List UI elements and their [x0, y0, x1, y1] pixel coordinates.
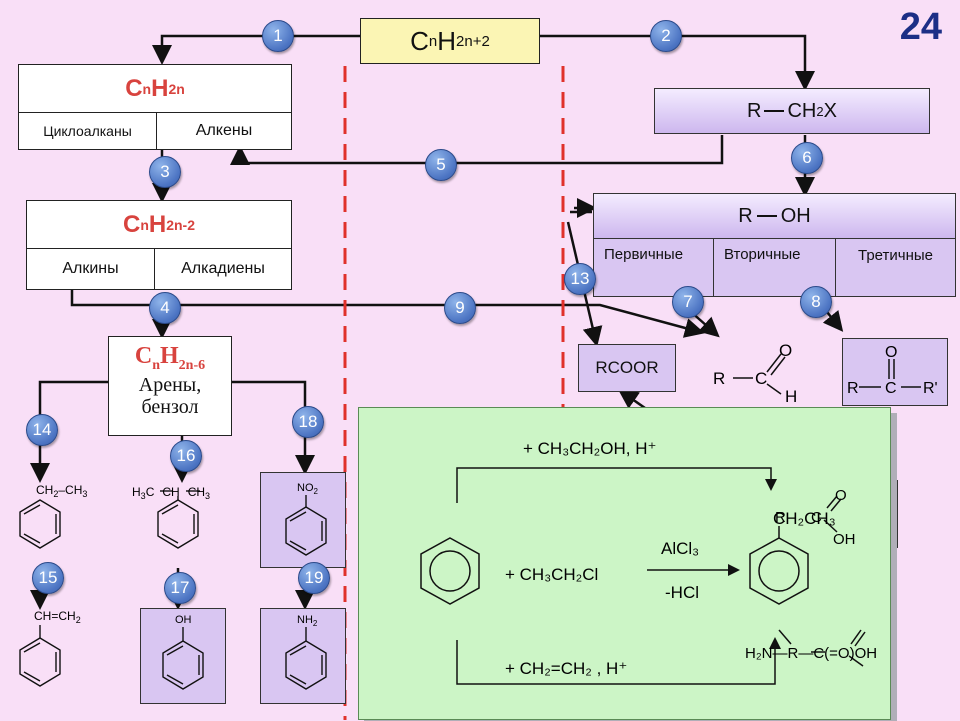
haloalkane-r: R — [747, 99, 762, 122]
alkane-sub-h: 2n+2 — [456, 32, 490, 50]
product-label: CH₂CH₃ — [773, 509, 836, 528]
alkyne-c: C — [122, 210, 141, 238]
marker-1[interactable]: 1 — [262, 20, 294, 52]
phenol-box: OH — [140, 608, 226, 704]
marker-18[interactable]: 18 — [292, 406, 324, 438]
arrow-ester-back — [617, 389, 646, 410]
alkenes-label: Алкены — [195, 122, 253, 139]
alkyne-h: H — [148, 210, 167, 238]
middle-reagent: + CH₃CH₂Cl — [505, 565, 598, 584]
marker-5[interactable]: 5 — [425, 149, 457, 181]
nitrobenzene-box: NO2 — [260, 472, 346, 568]
marker-4[interactable]: 4 — [149, 292, 181, 324]
marker-14[interactable]: 14 — [26, 414, 58, 446]
tertiary-label: Третичные — [858, 247, 933, 264]
styrene-label: CH=CH2 — [34, 609, 81, 625]
arrow-2 — [540, 34, 815, 91]
ketone-r: R — [847, 380, 859, 397]
ester-label: RCOOR — [595, 358, 659, 377]
marker-2[interactable]: 2 — [650, 20, 682, 52]
aldehyde-structure: R C O H — [713, 341, 797, 406]
ketone-c: C — [885, 380, 897, 397]
alkene-sub-n: n — [142, 80, 152, 97]
arrow-5 — [230, 135, 724, 165]
haloalkane-sub2: 2 — [816, 103, 824, 119]
amino-acid: H₂N—R—C(=O)OH — [745, 645, 877, 662]
arene-formula: CnH2n-6 — [134, 343, 206, 373]
top-reagent: + CH₃CH₂OH, H⁺ — [523, 439, 656, 458]
marker-3[interactable]: 3 — [149, 156, 181, 188]
arrow-1 — [152, 34, 360, 65]
bottom-reagent: + CH₂=CH₂ , H⁺ — [505, 659, 627, 678]
benzene-label: бензол — [141, 395, 199, 418]
marker-9[interactable]: 9 — [444, 292, 476, 324]
cycloalkanes-label: Циклоалканы — [19, 113, 157, 149]
aldehyde-h: H — [785, 387, 797, 406]
byproduct-label: -HCl — [665, 583, 699, 602]
alkyne-sub-h: 2n-2 — [166, 216, 196, 233]
nitro-label: NO2 — [297, 482, 319, 496]
marker-16[interactable]: 16 — [170, 440, 202, 472]
alkene-h: H — [151, 74, 169, 102]
primary-label: Первичные — [594, 239, 714, 296]
alkene-sub-h: 2n — [168, 80, 185, 97]
marker-8[interactable]: 8 — [800, 286, 832, 318]
alcohol-oh: OH — [780, 204, 811, 227]
marker-13[interactable]: 13 — [564, 263, 596, 295]
aldehyde-r: R — [713, 369, 725, 388]
aniline-nh2: NH2 — [297, 614, 318, 628]
benzene-reaction-panel: + CH₃CH₂OH, H⁺ + CH₃CH₂Cl AlCl₃ -HCl + C… — [358, 407, 891, 720]
arenes-label: Арены, — [138, 373, 202, 396]
ethyl-ch2: CH2–CH3 — [36, 483, 87, 499]
overlap-c: C — [811, 509, 822, 526]
marker-15[interactable]: 15 — [32, 562, 64, 594]
alcohol-r: R — [738, 204, 753, 227]
arene-branch — [30, 380, 108, 483]
marker-7[interactable]: 7 — [672, 286, 704, 318]
catalyst-label: AlCl₃ — [661, 539, 699, 558]
alkadienes-label: Алкадиены — [181, 260, 265, 277]
alkane-sub-n: n — [428, 32, 438, 50]
ketone-box: O R C R' — [842, 338, 948, 406]
overlap-o: O — [835, 487, 847, 504]
marker-6[interactable]: 6 — [791, 142, 823, 174]
alkene-c: C — [125, 74, 143, 102]
alkyne-sub-n: n — [140, 216, 149, 233]
haloalkane-ch: CH — [787, 99, 817, 122]
alkane-h: H — [437, 25, 457, 56]
marker-17[interactable]: 17 — [164, 572, 196, 604]
alkane-c: C — [410, 25, 429, 56]
ester-box: RCOOR — [578, 344, 676, 392]
alkynes-label: Алкины — [27, 249, 155, 289]
aldehyde-o: O — [779, 341, 792, 360]
slide-number: 24 — [899, 6, 942, 48]
haloalkane-x: X — [823, 99, 837, 122]
aldehyde-c: C — [755, 369, 767, 388]
phenol-oh: OH — [175, 614, 192, 626]
ketone-o: O — [885, 344, 897, 361]
overlap-r: R — [775, 509, 786, 526]
arene-branch-right — [232, 380, 315, 475]
secondary-label: Вторичные — [714, 239, 836, 296]
marker-19[interactable]: 19 — [298, 562, 330, 594]
arrow-9 — [162, 303, 705, 338]
aniline-box: NH2 — [260, 608, 346, 704]
alcohol-box: R OH Первичные Вторичные Третичные — [593, 193, 956, 297]
overlap-oh: OH — [833, 531, 856, 548]
arene-box: CnH2n-6 Арены, бензол — [108, 336, 232, 436]
ketone-r2: R' — [923, 380, 938, 397]
